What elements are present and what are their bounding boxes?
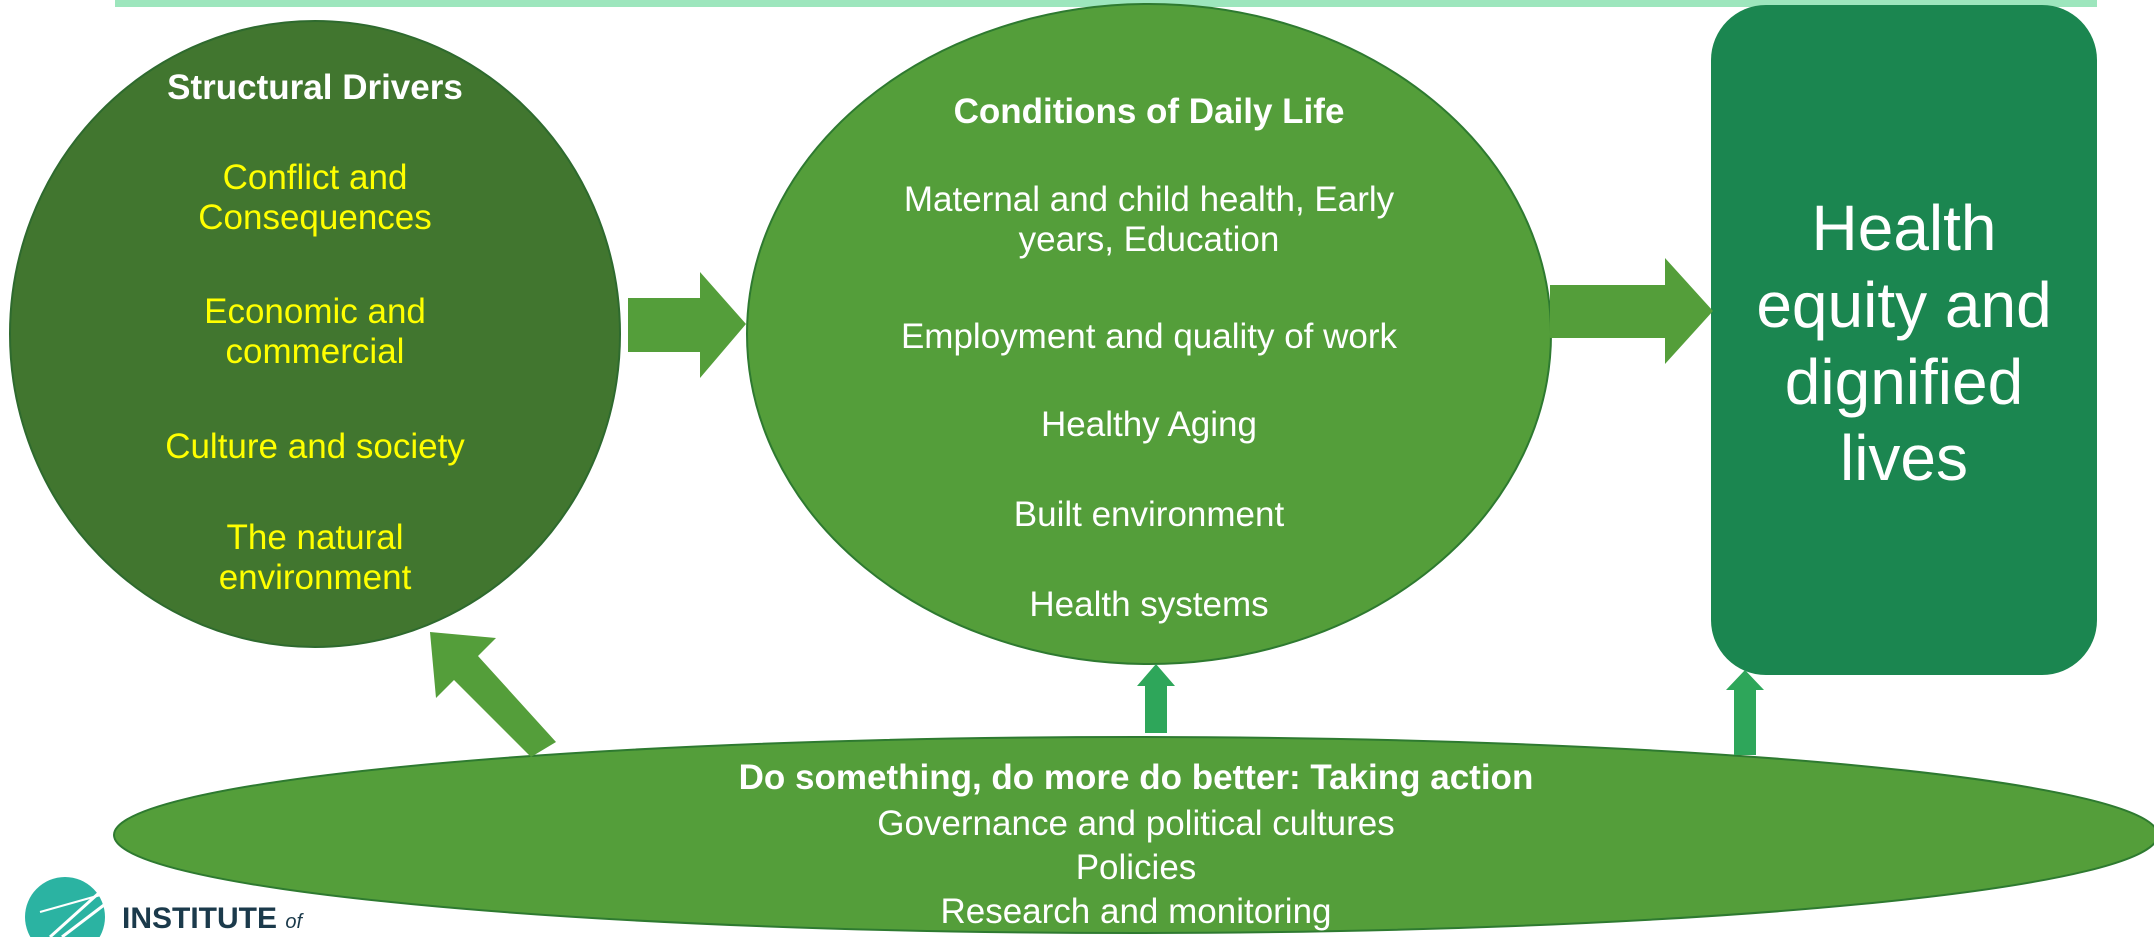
outcome-text: Health equity and dignified lives: [1756, 192, 2052, 495]
driver-item-natural: The natural environment: [218, 518, 412, 598]
arrow-action-to-drivers: [430, 632, 556, 757]
daily-life-item-built: Built environment: [1013, 495, 1285, 534]
structural-drivers-circle: [9, 20, 621, 648]
action-item-research: Research and monitoring: [940, 892, 1332, 931]
top-bar: [115, 0, 2097, 7]
driver-item-culture: Culture and society: [165, 427, 465, 466]
outcome-box: [1711, 5, 2097, 675]
logo-icon: [25, 877, 105, 937]
daily-life-title: Conditions of Daily Life: [953, 92, 1345, 131]
arrow-action-to-daily-life: [1137, 664, 1175, 733]
logo-text: INSTITUTE of: [122, 902, 302, 936]
daily-life-item-maternal: Maternal and child health, Early years, …: [903, 180, 1395, 260]
logo-text-of: of: [285, 911, 303, 933]
structural-drivers-title: Structural Drivers: [167, 68, 463, 107]
action-title: Do something, do more do better: Taking …: [738, 758, 1534, 797]
action-ellipse: [113, 736, 2154, 934]
action-item-policies: Policies: [1075, 848, 1197, 887]
daily-life-item-aging: Healthy Aging: [1041, 405, 1257, 444]
arrow-action-to-outcome: [1726, 670, 1764, 755]
arrow-drivers-to-daily-life: [628, 272, 746, 378]
action-item-governance: Governance and political cultures: [877, 804, 1395, 843]
driver-item-economic: Economic and commercial: [204, 292, 426, 372]
arrow-daily-life-to-outcome: [1550, 258, 1713, 364]
daily-life-item-employment: Employment and quality of work: [900, 317, 1398, 356]
driver-item-conflict: Conflict and Consequences: [198, 158, 432, 238]
logo-text-main: INSTITUTE: [122, 902, 277, 935]
daily-life-item-health-systems: Health systems: [1029, 585, 1269, 624]
